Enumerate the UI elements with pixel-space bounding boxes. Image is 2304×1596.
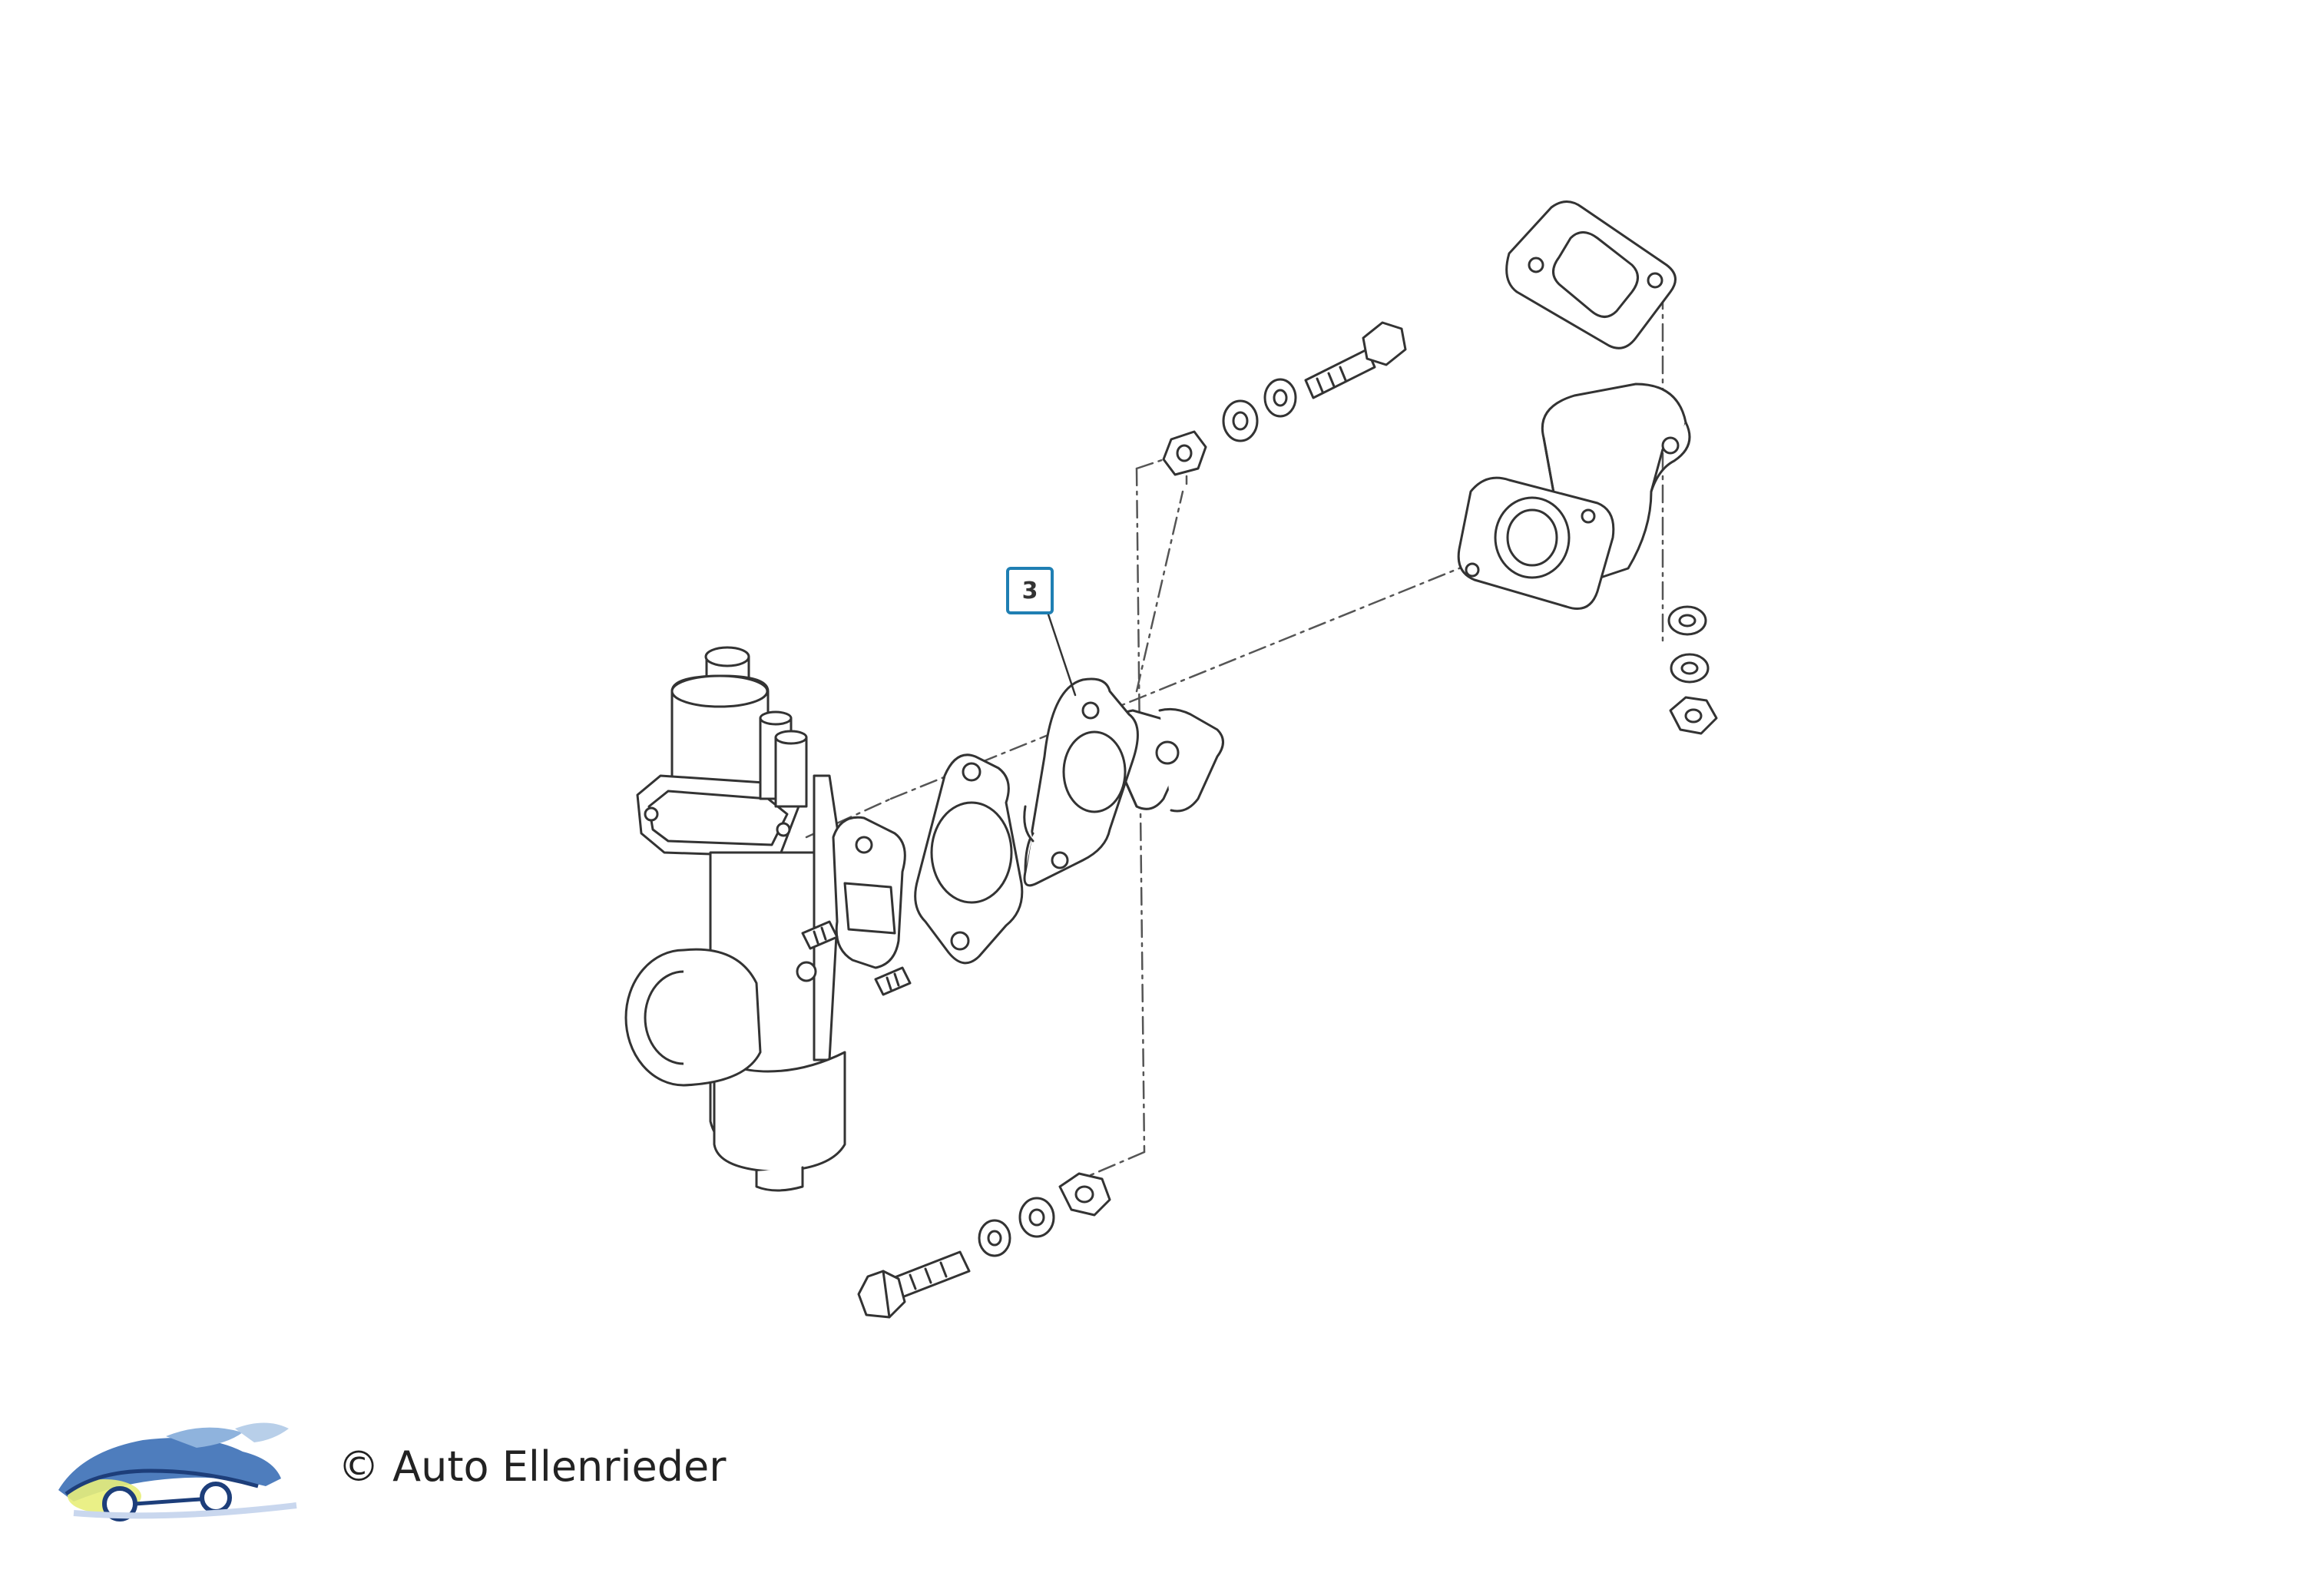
copyright-text: © Auto Ellenrieder [338,1442,727,1491]
right-washers [1667,605,1718,735]
gasket-part-3 [1023,677,1139,887]
top-bolt [1304,321,1407,399]
bottom-washers [978,1172,1111,1257]
flange-gasket [914,753,1024,965]
footer: © Auto Ellenrieder [51,1406,742,1528]
intake-elbow [1457,382,1691,610]
callout-leader [1047,613,1077,697]
callout-part-3[interactable]: 3 [1006,567,1054,614]
car-logo-icon [58,1422,297,1521]
top-flange-gasket [1505,200,1677,349]
top-washers [1162,378,1297,476]
bottom-bolt [857,1250,971,1319]
carburetor [624,646,912,1192]
